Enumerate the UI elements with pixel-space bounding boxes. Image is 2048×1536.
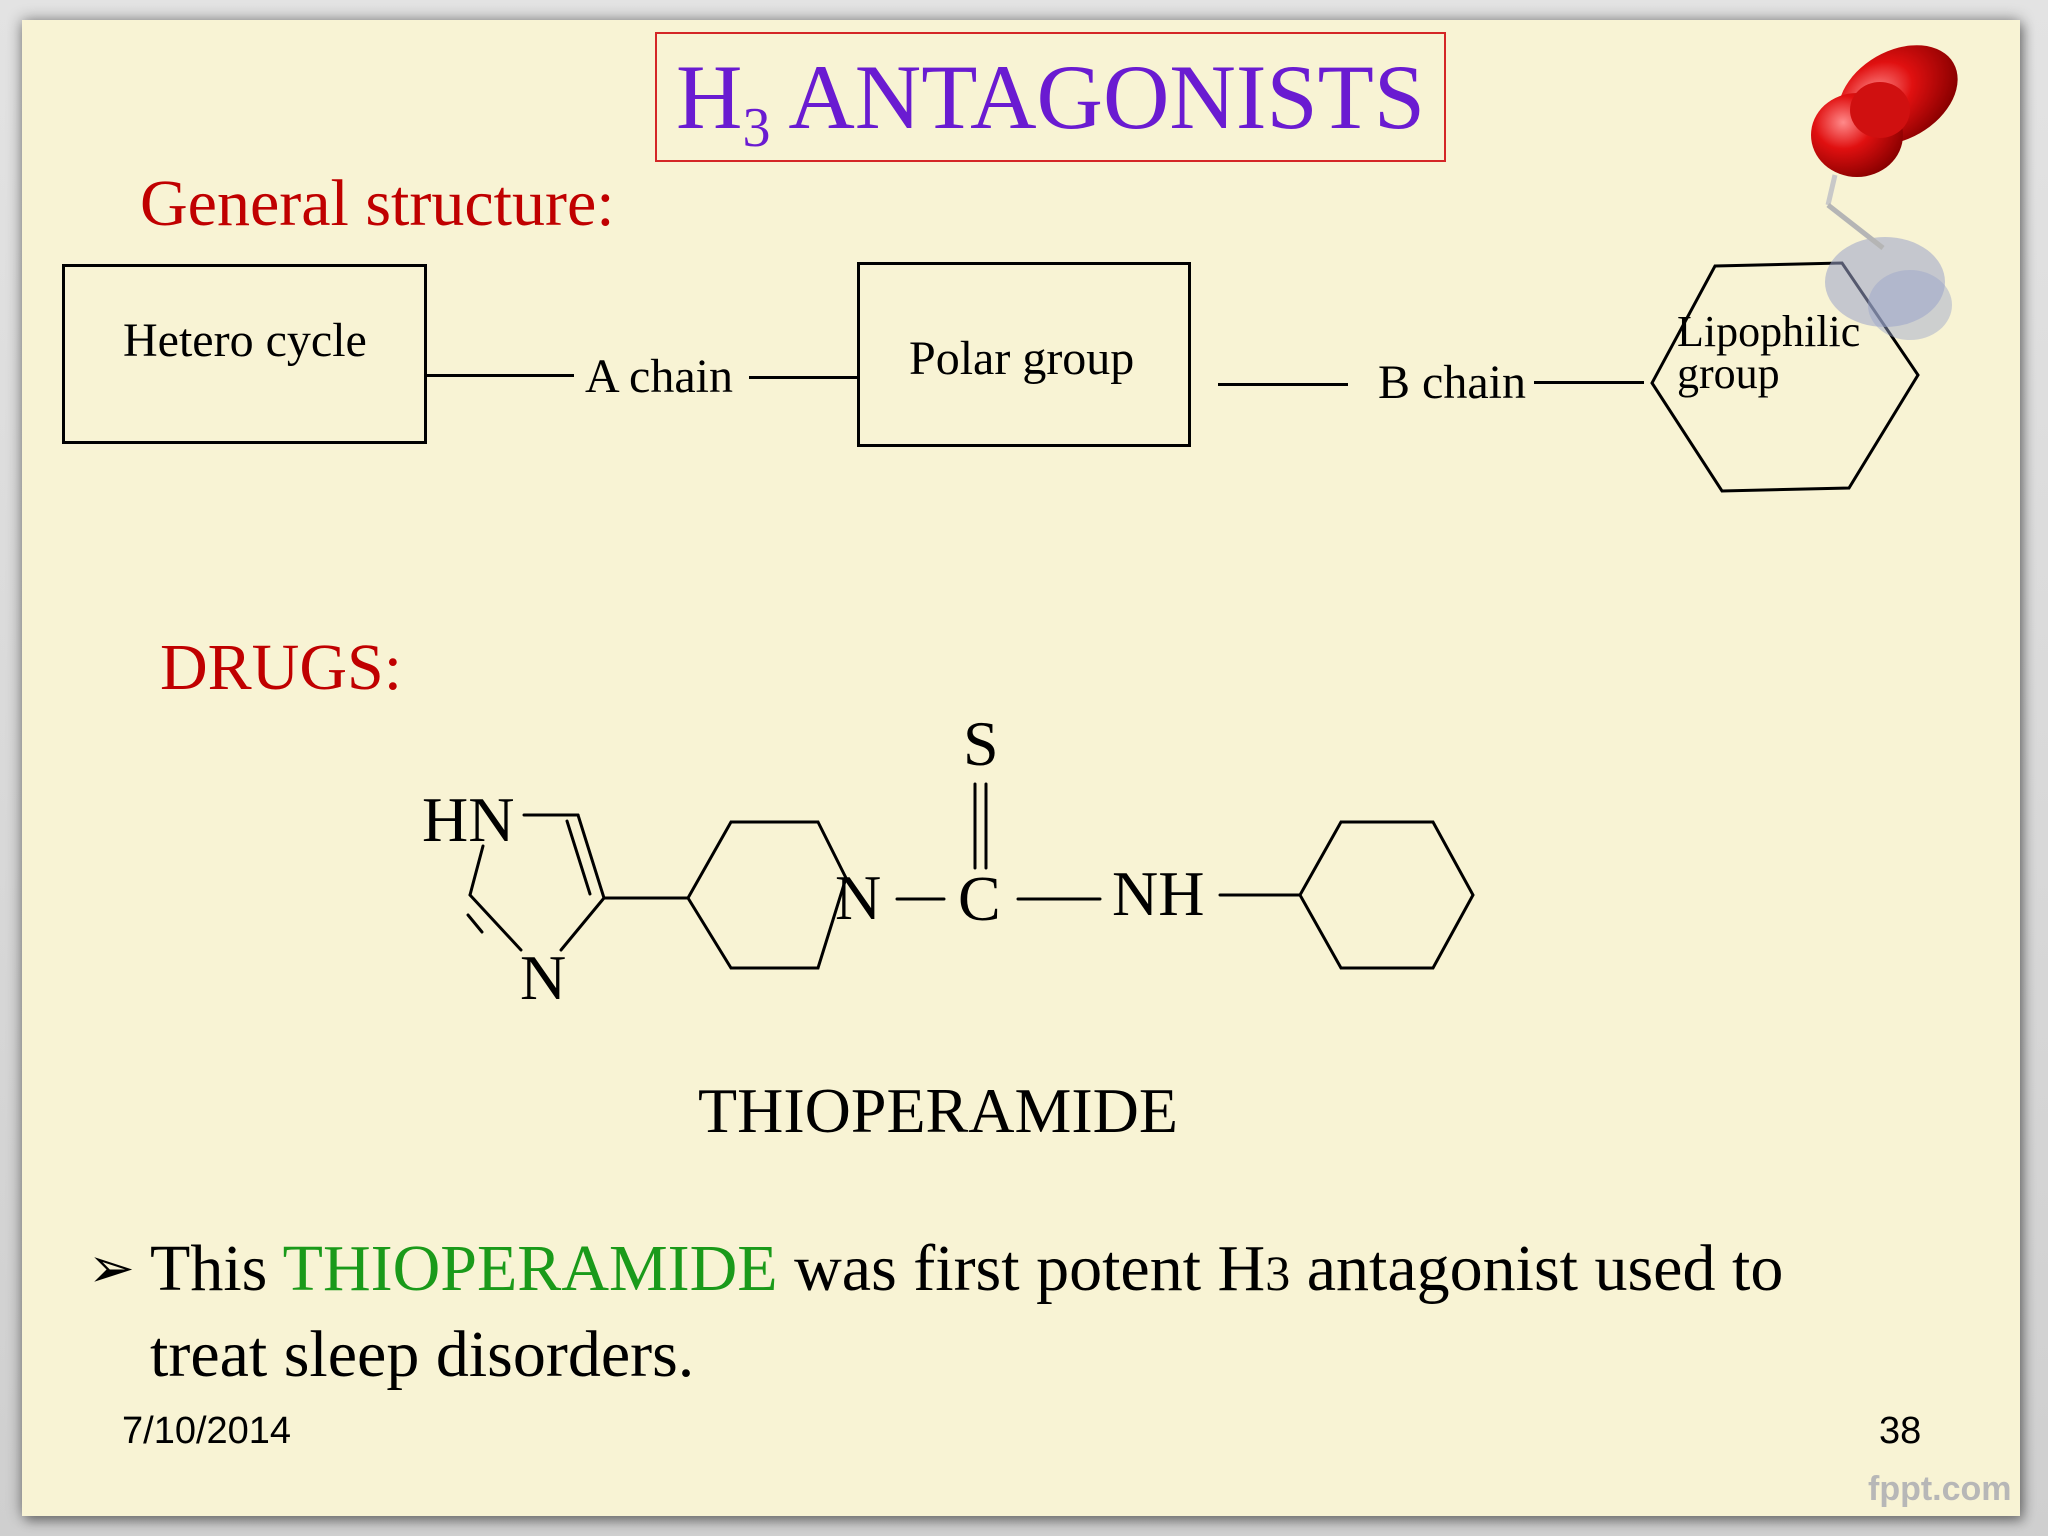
atom-hn: HN bbox=[422, 784, 515, 855]
bullet-text: This THIOPERAMIDE was first potent H3 an… bbox=[150, 1228, 1910, 1396]
title-box: H3 ANTAGONISTS bbox=[655, 32, 1446, 162]
bullet-part2: was first potent H bbox=[777, 1232, 1266, 1305]
connector-line bbox=[427, 374, 574, 377]
a-chain-label: A chain bbox=[585, 350, 733, 403]
page-number: 38 bbox=[1879, 1410, 1922, 1452]
general-structure-heading: General structure: bbox=[140, 167, 615, 240]
footer-date: 7/10/2014 bbox=[122, 1410, 292, 1452]
drug-name: THIOPERAMIDE bbox=[698, 1075, 1178, 1146]
title-h: H bbox=[675, 46, 743, 148]
drugs-heading: DRUGS: bbox=[160, 631, 403, 704]
connector-line bbox=[1218, 383, 1348, 386]
lipophilic-line1: Lipophilic bbox=[1677, 307, 1861, 356]
connector-line bbox=[1534, 381, 1644, 384]
slide bbox=[22, 20, 2020, 1516]
watermark: fppt.com bbox=[1868, 1470, 2012, 1508]
hetero-cycle-box: Hetero cycle bbox=[62, 264, 427, 444]
atom-n-piperidine: N bbox=[835, 862, 882, 933]
title-subscript: 3 bbox=[742, 97, 771, 159]
arrowhead-bullet-icon: ➢ bbox=[88, 1238, 135, 1300]
polar-group-label: Polar group bbox=[909, 332, 1135, 385]
polar-group-box: Polar group bbox=[857, 262, 1191, 447]
hetero-cycle-label: Hetero cycle bbox=[123, 314, 367, 367]
connector-line bbox=[749, 376, 857, 379]
bullet-part3: antagonist used to treat sleep disorders… bbox=[150, 1232, 1784, 1391]
lipophilic-group-label: Lipophilic group bbox=[1677, 307, 1861, 398]
b-chain-label: B chain bbox=[1378, 356, 1526, 409]
title-text: ANTAGONISTS bbox=[770, 46, 1425, 148]
atom-c-thio: C bbox=[958, 863, 1001, 934]
lipophilic-line2: group bbox=[1677, 349, 1780, 398]
atom-nh: NH bbox=[1112, 858, 1205, 929]
bullet-h3-digit: 3 bbox=[1265, 1245, 1291, 1301]
bullet-highlight: THIOPERAMIDE bbox=[282, 1232, 778, 1305]
atom-s: S bbox=[963, 708, 999, 779]
atom-n-imidazole: N bbox=[520, 942, 567, 1013]
bullet-part1: This bbox=[150, 1232, 283, 1305]
